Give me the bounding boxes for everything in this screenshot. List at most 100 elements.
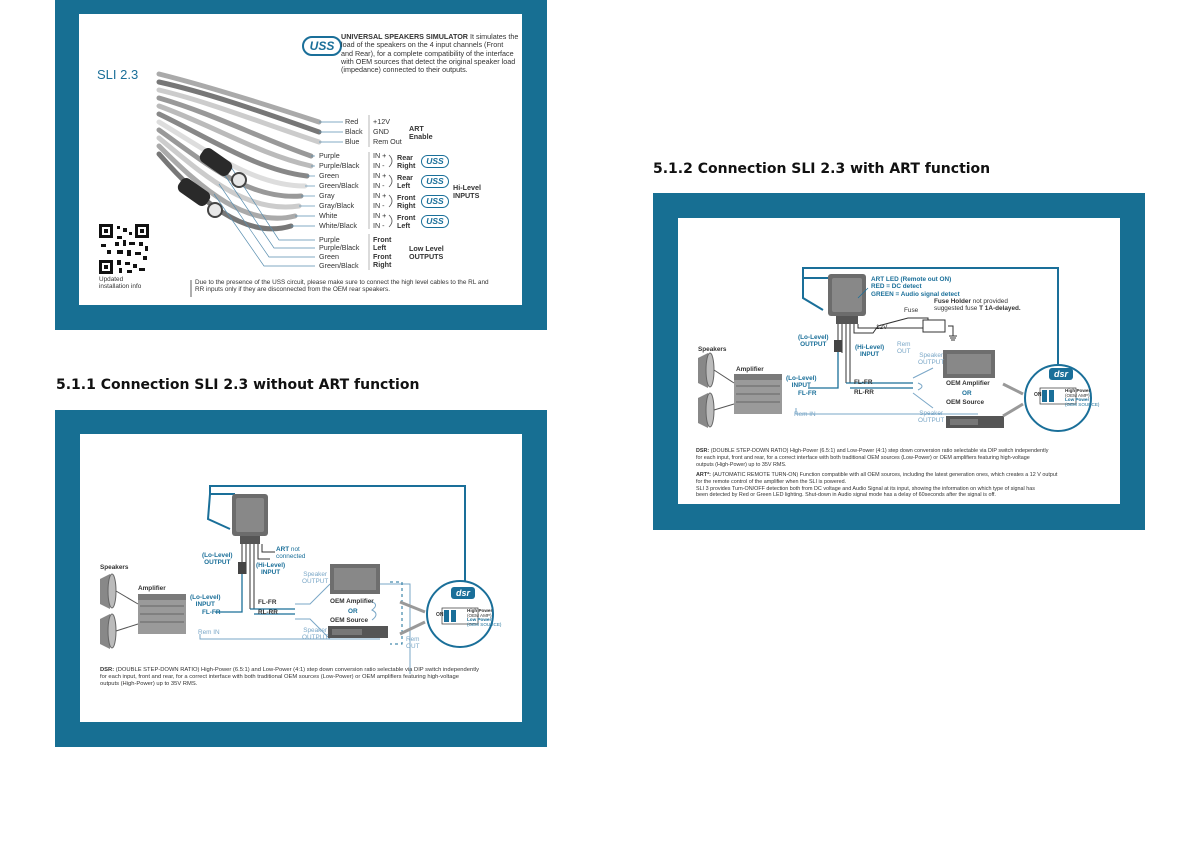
- fl-fr-label: FL-FR: [258, 599, 277, 606]
- fl-fr-label: FL-FR: [854, 379, 873, 386]
- lo-level-input-label: (Lo-Level)INPUT: [190, 594, 221, 609]
- oem-amplifier-label: OEM Amplifier: [330, 598, 374, 605]
- speakers-label: Speakers: [698, 346, 727, 353]
- wire-label: Purple: [319, 235, 340, 244]
- diagram-511-drawing: [100, 485, 494, 674]
- lo-level-output-label: (Lo-Level)OUTPUT: [798, 334, 829, 349]
- wire-bundle: [156, 71, 322, 232]
- signal-lines: [215, 574, 295, 615]
- module-wires: [241, 544, 275, 609]
- lo-level-output-label: (Lo-Level)OUTPUT: [202, 552, 233, 567]
- wire-label: Gray/Black: [319, 201, 355, 210]
- or-label: OR: [348, 608, 358, 615]
- rca-plug-lower: [177, 178, 223, 218]
- channel-brackets: [388, 154, 393, 228]
- wire-label: Red: [345, 117, 359, 126]
- high-power-label: High Power(OEM AMP): [1065, 388, 1091, 399]
- low-power-label: Low Power(OEM SOURCE): [1065, 397, 1100, 408]
- fl-fr-amp-label: FL-FR: [202, 609, 221, 616]
- pin-label: GND: [373, 127, 389, 136]
- speaker-icon: [100, 573, 139, 649]
- wire-label: Green/Black: [319, 181, 359, 190]
- amplifier-unit: [734, 374, 782, 414]
- speakers-label: Speakers: [100, 564, 129, 571]
- wire-label: Black: [345, 127, 363, 136]
- wire-label: White/Black: [319, 221, 357, 230]
- oem-source-unit: [946, 416, 1004, 428]
- remote-loop-wire: [206, 493, 231, 530]
- oem-source-unit: [328, 626, 388, 638]
- art-note: ART*: (AUTOMATIC REMOTE TURN-ON) Functio…: [696, 472, 1058, 499]
- pin-label: IN -: [373, 201, 385, 210]
- pin-label: IN -: [373, 221, 385, 230]
- 12v-label: 12V: [876, 324, 888, 331]
- pin-label: IN -: [373, 161, 385, 170]
- art-led-leader: [857, 287, 869, 299]
- dsr-note: DSR: (DOUBLE STEP-DOWN RATIO) High-Power…: [100, 667, 479, 688]
- or-label: OR: [962, 390, 972, 397]
- wire-label: Green: [319, 252, 339, 261]
- high-power-label: High Power(OEM AMP): [467, 608, 493, 619]
- uss-badge-small: USS: [421, 215, 449, 228]
- arrow-to-dsr: [1002, 382, 1024, 418]
- wire-label: Blue: [345, 137, 360, 146]
- hi-level-input-label: (Hi-Level)INPUT: [855, 344, 885, 359]
- sli-wiring-card: USS UNIVERSAL SPEAKERS SIMULATOR It simu…: [79, 14, 522, 305]
- dsr-note: DSR: (DOUBLE STEP-DOWN RATIO) High-Power…: [696, 448, 1049, 468]
- sli-module: [828, 274, 866, 324]
- dsr-badge: dsr: [1049, 368, 1073, 380]
- rem-out-dashed: [390, 581, 403, 645]
- wire-label: Green: [319, 171, 339, 180]
- amplifier-unit: [138, 594, 186, 634]
- remote-loop-wire: [209, 485, 466, 602]
- uss-badge-small: USS: [421, 155, 449, 168]
- uss-footnote: Due to the presence of the USS circuit, …: [195, 279, 489, 294]
- wire-label: Purple/Black: [319, 161, 360, 170]
- low-power-label: Low Power(OEM SOURCE): [467, 617, 502, 628]
- oem-source-label: OEM Source: [946, 399, 984, 406]
- dsr-panel: [1024, 364, 1092, 432]
- arrow-to-dsr: [399, 600, 426, 636]
- oem-amplifier-unit: [943, 350, 995, 378]
- pin-label: IN +: [373, 191, 387, 200]
- wire-label: Purple/Black: [319, 243, 360, 252]
- cable-harness-drawing: [99, 71, 393, 297]
- remote-loop-wire: [802, 278, 824, 311]
- rca-plug-upper: [199, 148, 247, 188]
- pin-label: IN +: [373, 151, 387, 160]
- pin-label: IN -: [373, 181, 385, 190]
- lo-level-input-label: (Lo-Level)INPUT: [786, 375, 817, 390]
- dsr-badge: dsr: [451, 587, 475, 599]
- oem-source-label: OEM Source: [330, 617, 368, 624]
- dip-on-label: ON: [436, 612, 444, 618]
- oem-amplifier-label: OEM Amplifier: [946, 380, 990, 387]
- fl-fr-amp-label: FL-FR: [798, 390, 817, 397]
- uss-badge-small: USS: [421, 195, 449, 208]
- rca-connector: [834, 340, 842, 352]
- signal-lines: [808, 352, 913, 389]
- wire-label: White: [319, 211, 338, 220]
- wire-label: Gray: [319, 191, 335, 200]
- leader-lines: [213, 121, 343, 267]
- power-wire: [877, 317, 957, 341]
- rl-rr-label: RL-RR: [854, 389, 874, 396]
- qr-code: [99, 224, 149, 274]
- pin-label: IN +: [373, 211, 387, 220]
- wire-label: Purple: [319, 151, 340, 160]
- dip-on-label: ON: [1034, 392, 1042, 398]
- oem-amplifier-unit: [330, 564, 380, 594]
